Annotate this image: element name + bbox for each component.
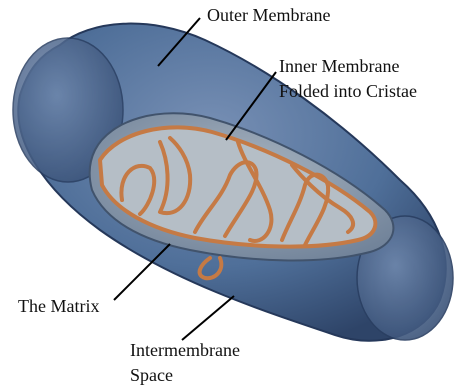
label-inner-membrane-line2: Folded into Cristae (279, 80, 417, 102)
label-intermembrane-line1: Intermembrane (130, 339, 240, 361)
label-outer-membrane: Outer Membrane (207, 4, 330, 26)
label-matrix: The Matrix (18, 295, 99, 317)
label-intermembrane-line2: Space (130, 364, 173, 386)
label-inner-membrane-line1: Inner Membrane (279, 55, 399, 77)
leader-intermembrane (182, 296, 234, 340)
